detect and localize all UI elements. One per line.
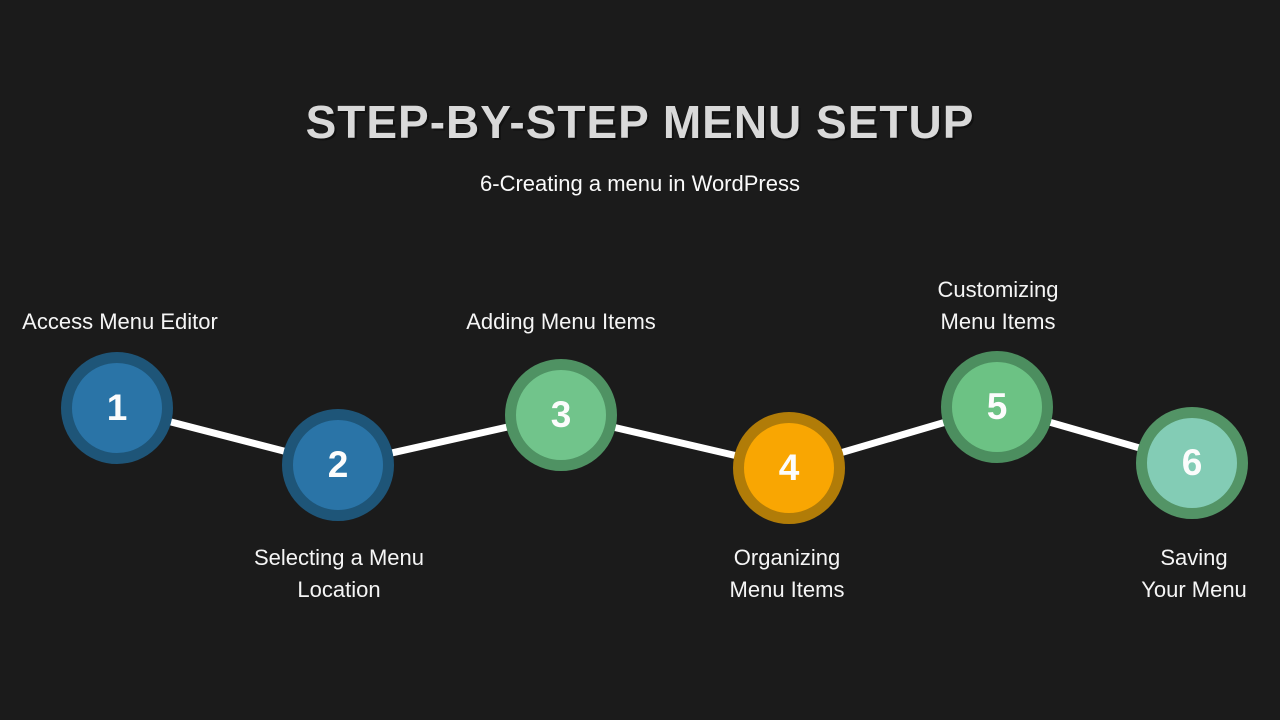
label-line: Selecting a Menu (254, 545, 424, 570)
step-number: 2 (327, 444, 349, 485)
step-label-1: Access Menu Editor (0, 306, 270, 338)
step-circle-2: 2 (282, 409, 394, 521)
step-circle-3: 3 (505, 359, 617, 471)
label-line: Adding Menu Items (466, 309, 656, 334)
label-line: Customizing (937, 277, 1059, 302)
step-number: 3 (550, 394, 572, 435)
step-number: 1 (106, 387, 128, 428)
label-line: Saving (1160, 545, 1228, 570)
label-line: Your Menu (1141, 577, 1247, 602)
label-line: Organizing (733, 545, 841, 570)
step-circle-6: 6 (1136, 407, 1248, 519)
label-line: Menu Items (729, 577, 845, 602)
step-number: 6 (1181, 442, 1203, 483)
label-line: Location (297, 577, 381, 602)
step-circle-4: 4 (733, 412, 845, 524)
step-number: 4 (778, 447, 800, 488)
step-circle-1: 1 (61, 352, 173, 464)
step-label-2: Selecting a Menu Location (189, 542, 489, 606)
step-label-6: Saving Your Menu (1044, 542, 1280, 606)
step-label-5: Customizing Menu Items (848, 274, 1148, 338)
step-number: 5 (986, 386, 1008, 427)
label-line: Access Menu Editor (22, 309, 218, 334)
step-label-3: Adding Menu Items (411, 306, 711, 338)
page-title: STEP-BY-STEP MENU SETUP (305, 96, 975, 148)
step-circle-5: 5 (941, 351, 1053, 463)
page-subtitle: 6-Creating a menu in WordPress (480, 171, 800, 196)
label-line: Menu Items (940, 309, 1056, 334)
step-label-4: Organizing Menu Items (637, 542, 937, 606)
